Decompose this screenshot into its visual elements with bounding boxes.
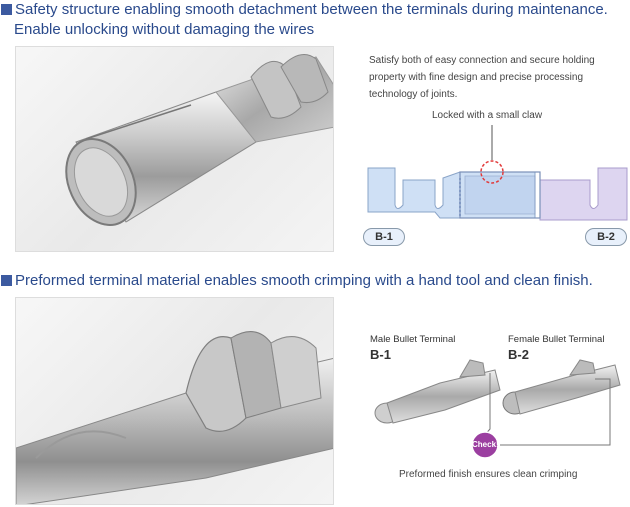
section2-heading: Preformed terminal material enables smoo… (1, 271, 593, 291)
terminal-photo-crimp (15, 297, 334, 505)
claw-callout-label: Locked with a small claw (432, 110, 543, 121)
check-badge-text: Check! (472, 440, 499, 449)
male-terminal-label: Male Bullet Terminal (370, 334, 456, 345)
section1-heading-line1: Safety structure enabling smooth detachm… (15, 1, 608, 18)
section1-heading: Safety structure enabling smooth detachm… (1, 0, 608, 40)
bullet-square-icon (1, 275, 12, 286)
female-leader-line (500, 378, 611, 446)
terminal-photo-female (15, 46, 334, 252)
male-terminal-code: B-1 (370, 347, 391, 362)
crimp-terminal-illustration (16, 331, 333, 504)
diagram-left-label: B-1 (363, 228, 405, 246)
crimp-caption: Preformed finish ensures clean crimping (399, 469, 578, 480)
female-terminal-illustration (65, 54, 333, 226)
female-terminal-label: Female Bullet Terminal (508, 334, 605, 345)
male-bullet-terminal (374, 359, 501, 424)
check-badge-icon (471, 431, 499, 459)
female-terminal-section (539, 167, 628, 221)
claw-highlight-circle (480, 160, 504, 184)
section1-heading-line2: Enable unlocking without damaging the wi… (14, 21, 315, 38)
diagram-right-label: B-2 (585, 228, 627, 246)
section2-heading-text: Preformed terminal material enables smoo… (15, 272, 593, 289)
bullet-square-icon (1, 4, 12, 15)
female-bullet-terminal (502, 359, 621, 415)
female-terminal-code: B-2 (508, 347, 529, 362)
section1-description: Satisfy both of easy connection and secu… (369, 55, 595, 100)
terminals-comparison (374, 359, 621, 459)
connection-diagram (367, 125, 628, 221)
